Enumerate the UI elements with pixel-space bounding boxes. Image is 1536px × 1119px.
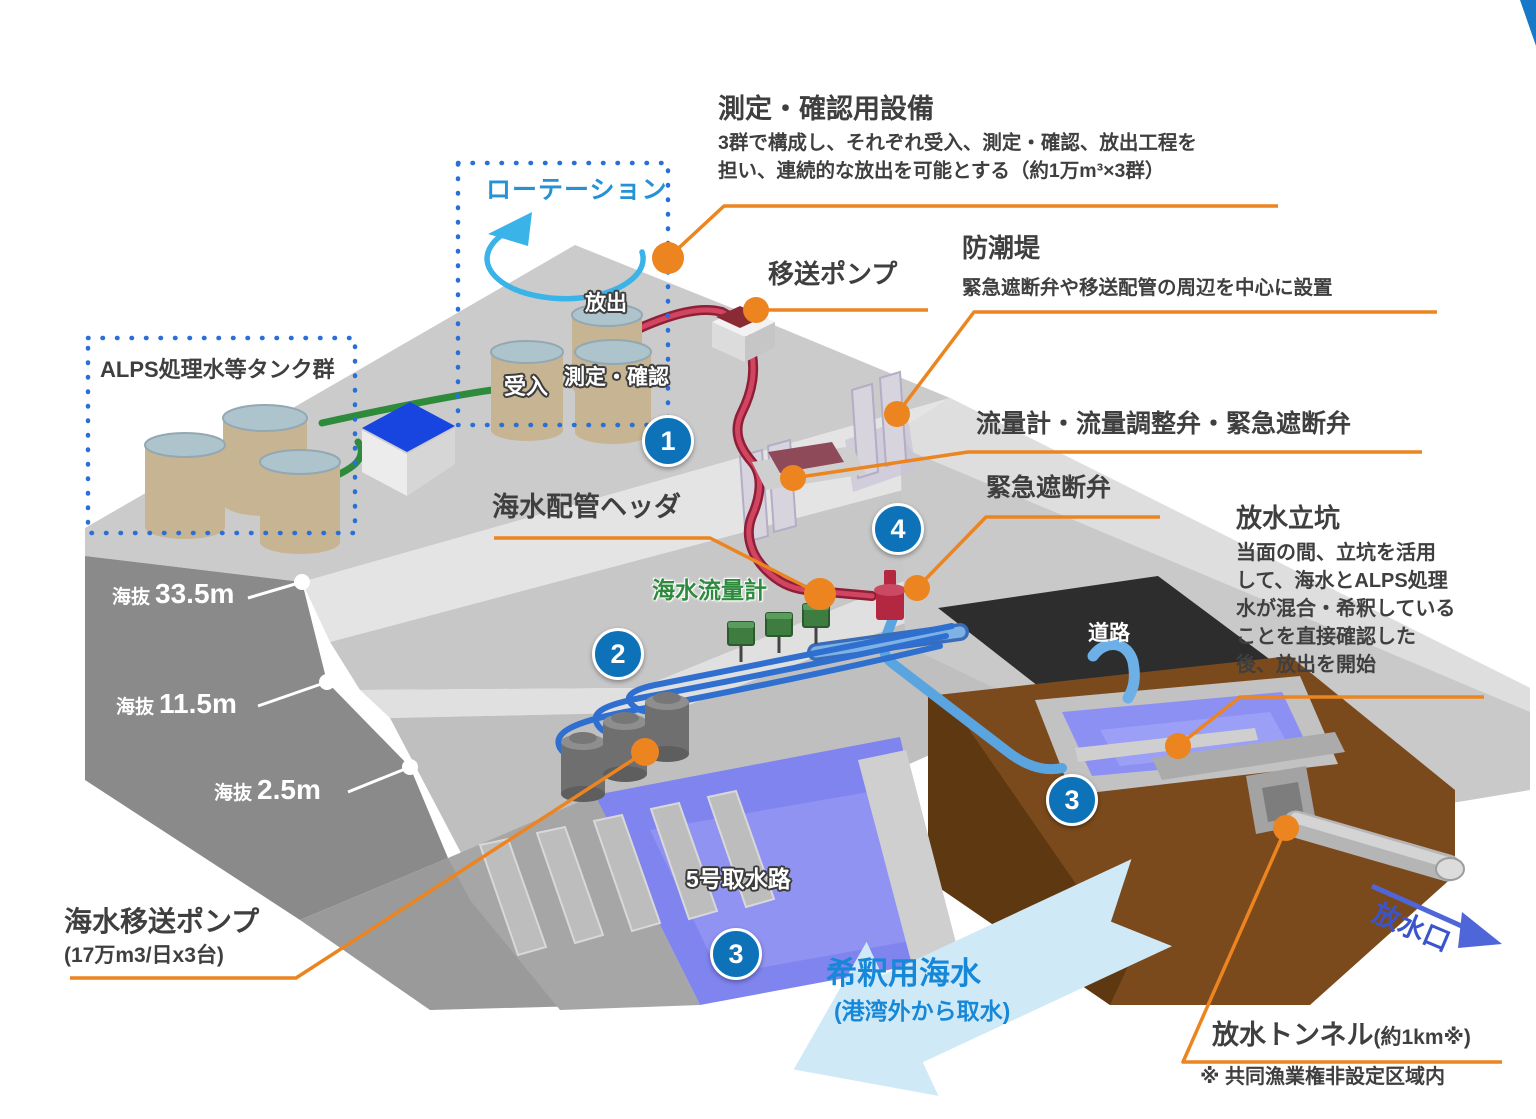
intake-channel <box>448 737 962 1010</box>
footnote-label: ※ 共同漁業権非設定区域内 <box>1200 1066 1445 1088</box>
pump-building <box>362 402 455 496</box>
tank-label-measure: 測定・確認 <box>564 366 669 389</box>
seawater-pump-spec: (17万m3/日x3台) <box>64 944 224 967</box>
elevation-value: 2.5m <box>257 774 321 805</box>
group-boxes <box>85 160 671 536</box>
tunnel-length: (約1km※) <box>1373 1026 1471 1049</box>
discharge-shaft-desc-line: ことを直接確認した <box>1236 626 1416 648</box>
elevation-value: 11.5m <box>159 688 237 719</box>
pool-inlet-pipe <box>1087 639 1140 704</box>
alps-tanks <box>144 404 341 554</box>
dilution-seawater-label: 希釈用海水 <box>826 956 981 991</box>
step-marker-1: 1 <box>642 415 694 467</box>
seawater-header-label: 海水配管ヘッダ <box>492 492 681 522</box>
intake-label: 5号取水路 <box>686 866 791 892</box>
alps-tanks-box <box>85 335 358 536</box>
emergency-valve <box>874 570 906 620</box>
step-marker-4: 4 <box>872 503 924 555</box>
step-marker-3-intake: 3 <box>710 928 762 980</box>
tank-label-receive: 受入 <box>504 374 549 399</box>
measurement-facility-desc-line2: 担い、連続的な放出を可能とする（約1万m³×3群） <box>718 160 1165 182</box>
callout-dots <box>631 242 1299 841</box>
discharge-tunnel <box>1282 810 1465 882</box>
seawall-title: 防潮堤 <box>962 233 1041 263</box>
elevation-dots <box>294 574 418 775</box>
step-marker-3-shaft: 3 <box>1046 774 1098 826</box>
transfer-pump <box>712 306 775 362</box>
elevation-value: 33.5m <box>155 578 235 609</box>
dilution-seawater-sublabel: (港湾外から取水) <box>834 998 1011 1024</box>
measurement-facility-title: 測定・確認用設備 <box>718 94 934 124</box>
outlet-arrow <box>1370 883 1502 948</box>
treated-water-pipe <box>635 305 877 601</box>
corner-logo-fragment <box>1520 0 1536 46</box>
elevation-prefix: 海抜 <box>116 697 155 718</box>
dilution-arrow <box>793 859 1173 1096</box>
lower-platform <box>900 398 1530 830</box>
discharge-shaft-desc-line: して、海水とALPS処理 <box>1236 570 1448 592</box>
rotation-arrow <box>484 212 646 302</box>
seawater-pump-title: 海水移送ポンプ <box>64 906 260 937</box>
callout-lines <box>70 204 1502 1064</box>
discharge-shaft-desc-line: 後、放出を開始 <box>1236 654 1376 676</box>
tank-label-discharge: 放出 <box>585 292 627 315</box>
rotation-box <box>455 160 671 428</box>
discharge-shaft-desc-line: 当面の間、立坑を活用 <box>1236 542 1436 564</box>
tunnel-title: 放水トンネル <box>1212 1020 1374 1050</box>
transfer-pump-label: 移送ポンプ <box>768 259 898 289</box>
discharge-shaft-pool <box>1035 676 1345 834</box>
elevation-lines <box>247 580 411 794</box>
alps-tanks-label: ALPS処理水等タンク群 <box>100 357 335 382</box>
elevation-label-2-5: 海抜 2.5m <box>214 774 321 806</box>
discharge-shaft-title: 放水立坑 <box>1236 503 1341 533</box>
step-marker-2: 2 <box>592 628 644 680</box>
elevation-label-11-5: 海抜 11.5m <box>116 688 237 720</box>
elevation-label-33-5: 海抜 33.5m <box>112 578 234 610</box>
road-label: 道路 <box>1088 622 1130 645</box>
seawall-desc: 緊急遮断弁や移送配管の周辺を中心に設置 <box>962 277 1333 299</box>
elevation-prefix: 海抜 <box>112 587 151 608</box>
tunnel-label: 放水トンネル(約1km※) <box>1212 1020 1471 1051</box>
emergency-valve-label: 緊急遮断弁 <box>986 474 1112 502</box>
elevation-prefix: 海抜 <box>214 783 253 804</box>
rotation-label: ローテーション <box>486 176 668 204</box>
seawater-flowmeter-label: 海水流量計 <box>652 577 767 603</box>
flow-equipment-label: 流量計・流量調整弁・緊急遮断弁 <box>976 410 1352 438</box>
discharge-shaft-desc-line: 水が混合・希釈している <box>1236 598 1456 620</box>
measurement-facility-desc-line1: 3群で構成し、それぞれ受入、測定・確認、放出工程を <box>718 132 1197 154</box>
measurement-tanks <box>490 303 652 444</box>
